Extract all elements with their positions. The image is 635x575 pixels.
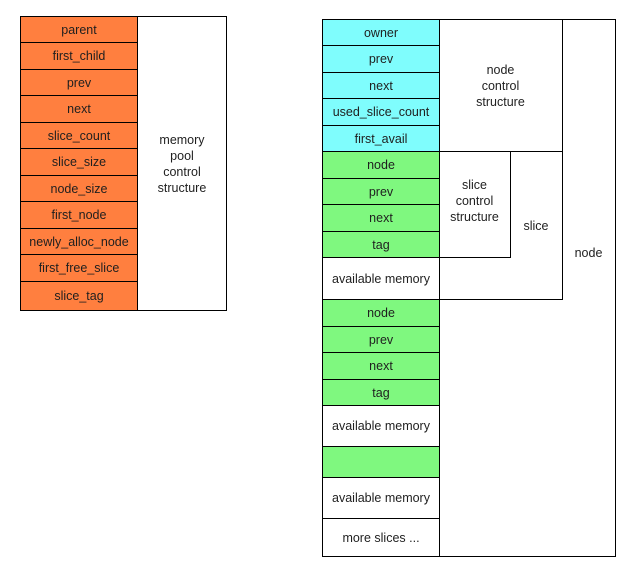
pool-field-slice-size: slice_size — [20, 148, 138, 176]
pool-field-parent: parent — [20, 16, 138, 43]
slice-control-label: slice control structure — [450, 178, 499, 224]
pool-field-newly-alloc-node: newly_alloc_node — [20, 228, 138, 255]
pool-field-slice-tag: slice_tag — [20, 281, 138, 311]
slice2-field-tag: tag — [322, 379, 440, 406]
slice2-available-memory: available memory — [322, 405, 440, 447]
node-field-owner: owner — [322, 19, 440, 46]
slice3-available-memory: available memory — [322, 477, 440, 519]
slice1-field-prev: prev — [322, 178, 440, 205]
slice1-field-tag: tag — [322, 231, 440, 258]
pool-field-prev: prev — [20, 69, 138, 96]
node-control-label: node control structure — [476, 62, 525, 109]
slice1-available-memory: available memory — [322, 257, 440, 300]
slice2-field-next: next — [322, 352, 440, 380]
slice3-control-block — [322, 446, 440, 478]
node-field-next: next — [322, 72, 440, 99]
pool-field-first-node: first_node — [20, 201, 138, 229]
slice1-field-node: node — [322, 151, 440, 179]
node-field-first-avail: first_avail — [322, 125, 440, 152]
slice2-field-node: node — [322, 299, 440, 327]
pool-field-first-free-slice: first_free_slice — [20, 254, 138, 282]
slice1-field-next: next — [322, 204, 440, 232]
pool-field-slice-count: slice_count — [20, 122, 138, 149]
node-field-prev: prev — [322, 45, 440, 73]
slice-label: slice — [523, 218, 549, 233]
memory-pool-label: memory pool control structure — [157, 132, 207, 195]
node-label: node — [574, 245, 603, 260]
pool-field-first-child: first_child — [20, 42, 138, 70]
pool-field-node-size: node_size — [20, 175, 138, 202]
pool-field-next: next — [20, 95, 138, 123]
more-slices: more slices ... — [322, 518, 440, 557]
slice2-field-prev: prev — [322, 326, 440, 353]
node-field-used-slice-count: used_slice_count — [322, 98, 440, 126]
